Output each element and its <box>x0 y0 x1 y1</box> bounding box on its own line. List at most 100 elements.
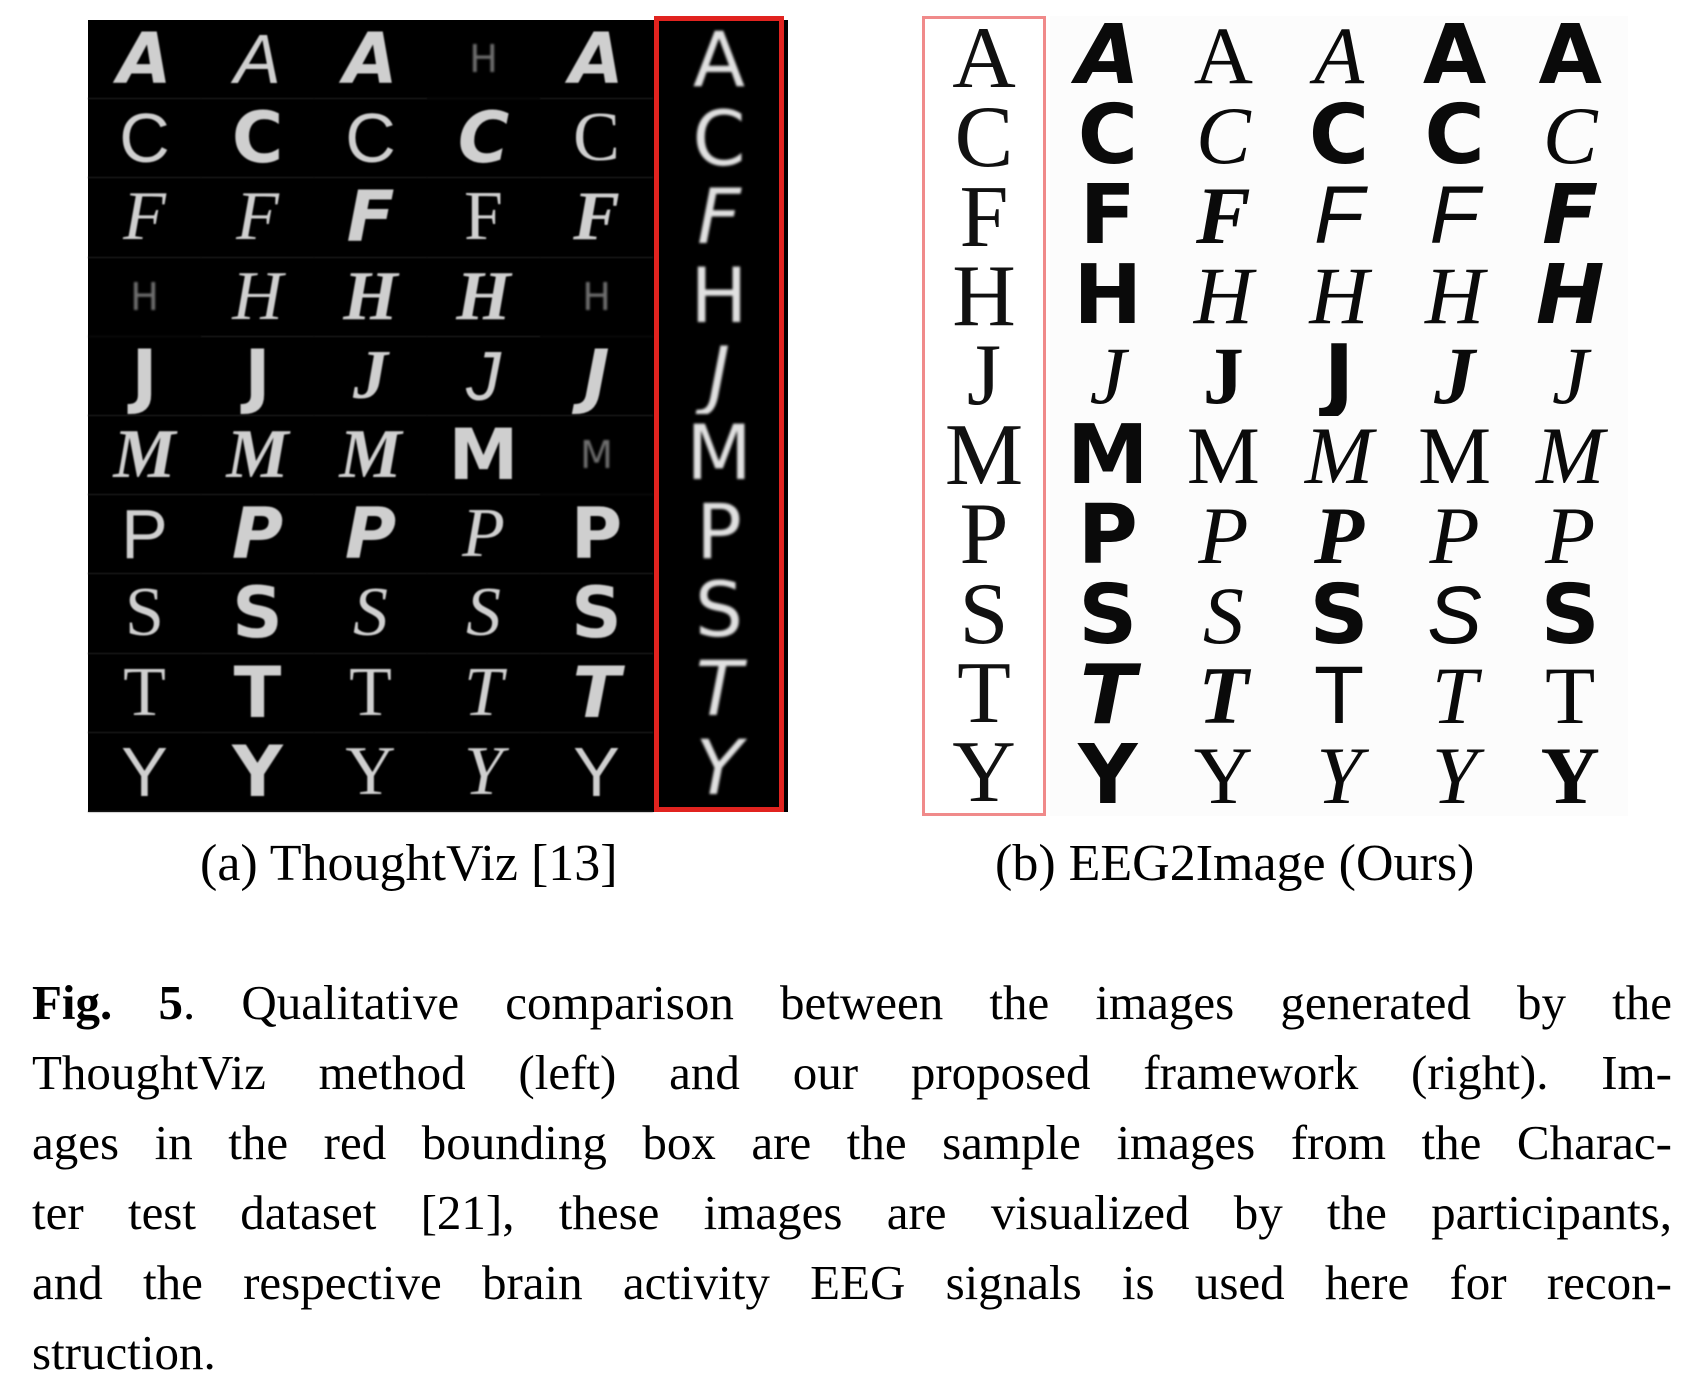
letter-sample: T <box>314 654 427 733</box>
letter-sample: F <box>201 178 314 258</box>
letter-sample: T <box>427 654 540 733</box>
letter-sample: Y <box>1281 736 1397 816</box>
letter-sample: F <box>1281 176 1397 256</box>
letter-sample: C <box>1050 96 1166 176</box>
ground-truth-letter: H <box>952 257 1016 337</box>
letter-sample: S <box>427 574 540 654</box>
letter-sample: C <box>1281 96 1397 176</box>
caption-line: struction. <box>32 1325 216 1380</box>
ground-truth-letter: J <box>707 335 731 414</box>
letter-sample: P <box>314 495 427 575</box>
ground-truth-letter: A <box>693 21 745 100</box>
letter-sample: C <box>427 99 540 179</box>
letter-sample: S <box>1050 576 1166 656</box>
letter-sample: S <box>1396 576 1513 656</box>
letter-sample: J <box>314 337 427 416</box>
letter-sample: M <box>1050 416 1166 496</box>
letter-sample: J <box>1396 336 1513 416</box>
ground-truth-letter: P <box>696 492 742 572</box>
ground-truth-letter: F <box>697 178 741 257</box>
letter-sample: H <box>201 258 314 337</box>
letter-sample: M <box>1512 416 1628 496</box>
caption-line: ThoughtViz method (left) and our propose… <box>32 1045 1672 1100</box>
letter-sample: M <box>427 416 540 496</box>
letter-sample: Y <box>314 733 427 812</box>
letter-sample: A <box>1396 16 1513 96</box>
letter-sample: P <box>201 495 314 575</box>
caption-line: ter test dataset [21], these images are … <box>32 1185 1672 1240</box>
letter-sample: S <box>1281 576 1397 656</box>
subcaption-thoughtviz: (a) ThoughtViz [13] <box>200 835 618 892</box>
letter-sample: A <box>1512 16 1628 96</box>
letter-sample: Y <box>540 733 653 812</box>
letter-sample: C <box>1396 96 1513 176</box>
letter-sample: M <box>540 416 653 496</box>
letter-sample: M <box>1165 416 1282 496</box>
letter-sample: A <box>314 20 427 100</box>
letter-sample: H <box>1512 256 1628 336</box>
figure-caption: Fig. 5. Qualitative comparison between t… <box>32 968 1672 1388</box>
letter-sample: M <box>1396 416 1513 496</box>
ground-truth-letter: M <box>944 416 1024 496</box>
letter-sample: P <box>1165 496 1282 576</box>
letter-sample: A <box>201 20 314 100</box>
letter-sample: H <box>1165 256 1282 336</box>
ground-truth-letter: Y <box>952 733 1016 813</box>
letter-sample: T <box>1396 656 1513 736</box>
subcaption-eeg2image: (b) EEG2Image (Ours) <box>995 835 1475 892</box>
letter-sample: A <box>1281 16 1397 96</box>
caption-line: ages in the red bounding box are the sam… <box>32 1115 1672 1170</box>
letter-sample: Y <box>1050 736 1166 816</box>
letter-sample: M <box>314 416 427 496</box>
letter-sample: J <box>540 337 653 416</box>
letter-sample: C <box>540 99 653 179</box>
letter-sample: C <box>88 99 201 179</box>
letter-sample: T <box>201 654 314 733</box>
letter-sample: H <box>1050 256 1166 336</box>
letter-sample: J <box>1050 336 1166 416</box>
letter-sample: A <box>88 20 201 100</box>
letter-sample: S <box>201 574 314 654</box>
letter-sample: Y <box>427 733 540 812</box>
letter-sample: P <box>1281 496 1397 576</box>
letter-sample: P <box>1050 496 1166 576</box>
letter-sample: Y <box>1165 736 1282 816</box>
letter-sample: J <box>1281 336 1397 416</box>
caption-line-text: . Qualitative comparison between the ima… <box>182 975 1672 1030</box>
letter-sample: H <box>1281 256 1397 336</box>
ground-truth-letter: T <box>957 654 1011 734</box>
letter-sample: H <box>88 258 201 337</box>
caption-line: Fig. 5. Qualitative comparison between t… <box>32 968 1672 1038</box>
letter-sample: F <box>88 178 201 258</box>
letter-sample: H <box>427 258 540 337</box>
letter-sample: F <box>1396 176 1513 256</box>
letter-sample: T <box>540 654 653 733</box>
letter-sample: J <box>88 337 201 416</box>
letter-sample: F <box>1165 176 1282 256</box>
letter-sample: F <box>314 178 427 258</box>
letter-sample: C <box>1165 96 1282 176</box>
letter-sample: C <box>314 99 427 179</box>
letter-sample: H <box>540 258 653 337</box>
caption-line: and the respective brain activity EEG si… <box>32 1255 1672 1310</box>
letter-sample: Y <box>1512 736 1628 816</box>
ground-truth-letter: S <box>959 574 1009 655</box>
letter-sample: H <box>314 258 427 337</box>
letter-sample: C <box>1512 96 1628 176</box>
letter-sample: F <box>540 178 653 258</box>
letter-sample: S <box>540 574 653 654</box>
letter-sample: Y <box>1396 736 1513 816</box>
letter-sample: C <box>201 99 314 179</box>
ground-truth-letter: F <box>959 177 1009 258</box>
letter-sample: P <box>540 495 653 575</box>
letter-sample: Y <box>88 733 201 812</box>
letter-sample: T <box>1512 656 1628 736</box>
ground-truth-letter: H <box>690 256 748 336</box>
ground-truth-letter: Y <box>695 728 743 807</box>
letter-sample: J <box>427 337 540 416</box>
letter-sample: A <box>1050 16 1166 96</box>
letter-sample: S <box>88 574 201 654</box>
